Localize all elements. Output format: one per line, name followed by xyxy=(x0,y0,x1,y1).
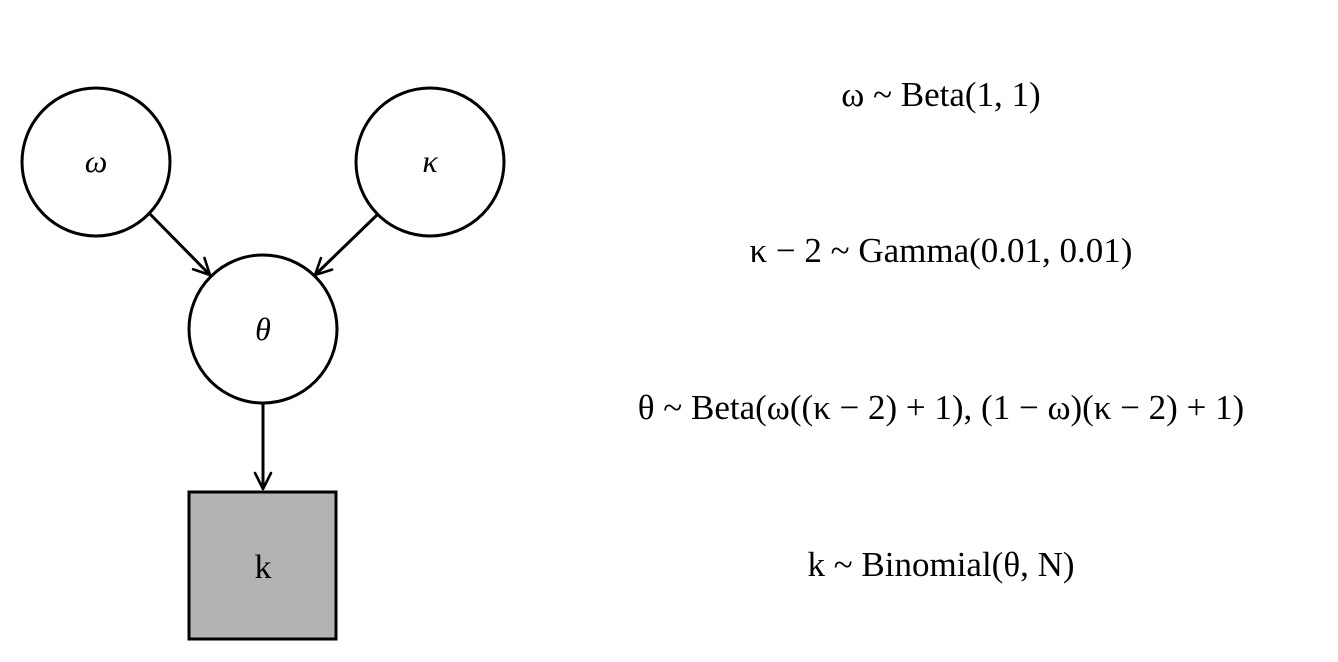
equation-k-likelihood: k ~ Binomial(θ, N) xyxy=(807,547,1074,582)
equation-omega-prior-text: ω ~ Beta(1, 1) xyxy=(841,75,1041,114)
node-theta-circle xyxy=(187,253,339,405)
node-kappa-circle xyxy=(354,86,506,238)
equation-omega-prior: ω ~ Beta(1, 1) xyxy=(841,77,1040,112)
equation-theta-prior-text: θ ~ Beta(ω((κ − 2) + 1), (1 − ω)(κ − 2) … xyxy=(637,388,1245,427)
equation-kappa-prior-text: κ − 2 ~ Gamma(0.01, 0.01) xyxy=(749,231,1133,270)
equation-kappa-prior: κ − 2 ~ Gamma(0.01, 0.01) xyxy=(750,233,1133,268)
equation-k-likelihood-text: k ~ Binomial(θ, N) xyxy=(807,545,1075,584)
node-theta-label: θ xyxy=(255,311,271,347)
node-k-box xyxy=(187,490,338,641)
node-theta: θ xyxy=(187,253,339,405)
node-omega: ω xyxy=(20,86,172,238)
node-omega-label: ω xyxy=(85,143,108,179)
node-omega-circle xyxy=(20,86,172,238)
node-kappa: κ xyxy=(354,86,506,238)
edge-kappa-theta xyxy=(313,212,380,277)
node-k-label: k xyxy=(255,549,272,586)
node-k: k xyxy=(187,490,338,641)
equation-theta-prior: θ ~ Beta(ω((κ − 2) + 1), (1 − ω)(κ − 2) … xyxy=(638,390,1244,425)
edge-omega-theta xyxy=(146,210,212,277)
node-kappa-label: κ xyxy=(422,143,438,179)
